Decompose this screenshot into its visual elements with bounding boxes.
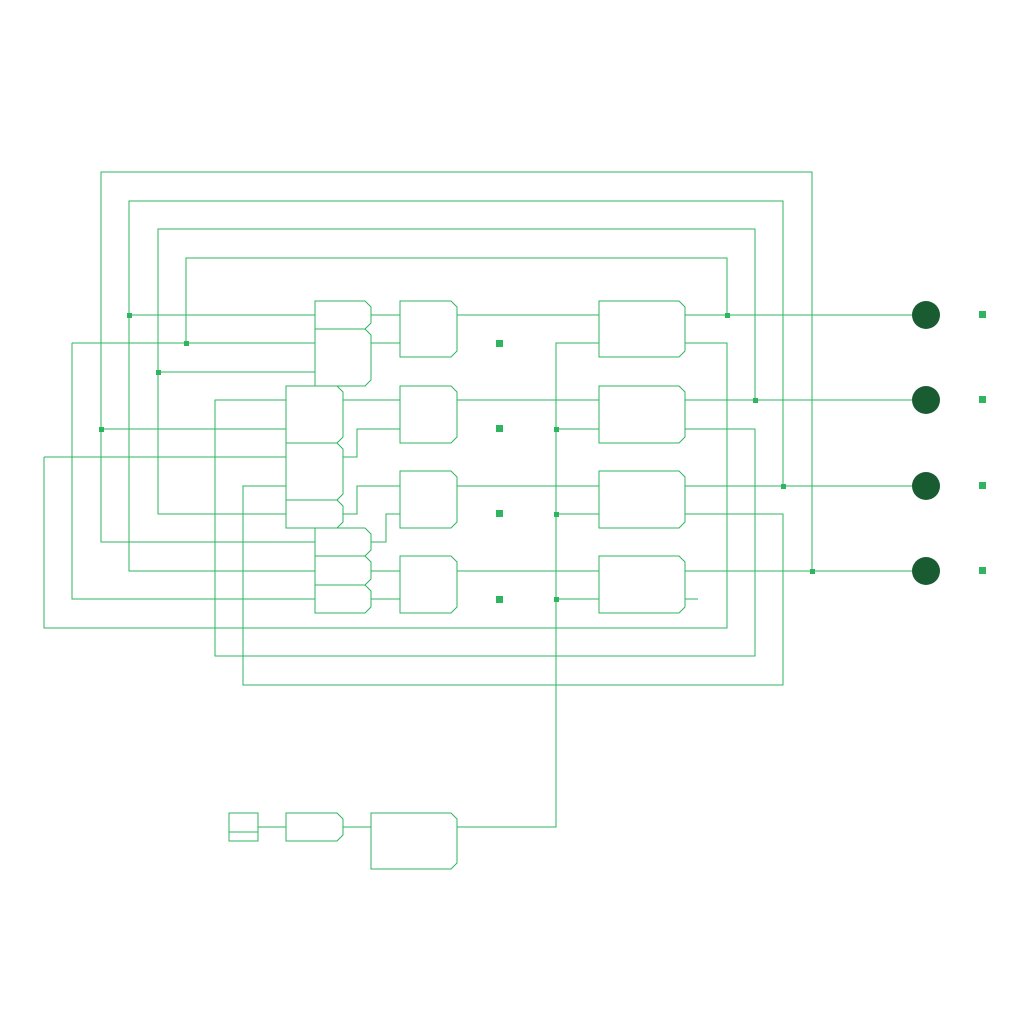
bottom-loop-2: [242, 485, 784, 686]
feedback-loop-1: [100, 171, 813, 571]
gate-b1: [285, 385, 344, 444]
pin-marker: [496, 596, 503, 603]
gate-c1: [314, 527, 372, 557]
pin-marker: [979, 396, 986, 403]
link-c1-mid3: [371, 513, 400, 543]
led-1: [912, 301, 940, 329]
leds: [912, 301, 940, 585]
led-3: [912, 472, 940, 500]
flip-flop-3: [598, 470, 686, 529]
gate-b2: [285, 442, 344, 501]
mid-gate-4: [399, 555, 458, 614]
gate-a2: [314, 328, 372, 387]
junction-dot: [554, 512, 559, 517]
junction-dot: [554, 427, 559, 432]
gate-c2: [314, 555, 372, 586]
pin-marker: [979, 311, 986, 318]
mid-gate-1: [399, 300, 458, 358]
clock-source: [228, 812, 259, 842]
led-4: [912, 557, 940, 585]
feedback-loop-2: [128, 200, 784, 572]
led-2: [912, 386, 940, 414]
gate-c3: [314, 584, 372, 614]
junction-dot: [184, 341, 189, 346]
clock-buffer: [285, 812, 344, 842]
clock-divider: [370, 812, 458, 870]
flip-flop-2: [598, 385, 686, 444]
gate-b3: [285, 499, 344, 529]
link-b1-mid2b: [343, 428, 400, 458]
junction-dot: [156, 370, 161, 375]
junctions: [99, 313, 815, 602]
mid-gate-3: [399, 470, 458, 529]
wires: [43, 171, 926, 828]
gate-a1: [314, 300, 372, 330]
pin-markers: [496, 311, 986, 603]
pin-marker: [979, 567, 986, 574]
junction-dot: [554, 597, 559, 602]
bottom-loop-1: [214, 399, 756, 657]
junction-dot: [725, 313, 730, 318]
feedback-loop-3: [157, 228, 756, 515]
feedback-loop-4: [185, 257, 728, 343]
left-loop-2: [43, 342, 728, 629]
pin-marker: [979, 482, 986, 489]
junction-dot: [781, 484, 786, 489]
flip-flop-1: [598, 300, 686, 358]
clock-bus: [457, 342, 599, 828]
pin-marker: [496, 425, 503, 432]
junction-dot: [127, 313, 132, 318]
pin-marker: [496, 510, 503, 517]
link-b2-mid3: [343, 485, 400, 515]
left-loop-1: [71, 343, 315, 600]
components: [228, 300, 686, 870]
junction-dot: [810, 569, 815, 574]
pin-marker: [496, 340, 503, 347]
junction-dot: [99, 427, 104, 432]
mid-gate-2: [399, 385, 458, 444]
flip-flop-4: [598, 555, 686, 614]
junction-dot: [753, 398, 758, 403]
